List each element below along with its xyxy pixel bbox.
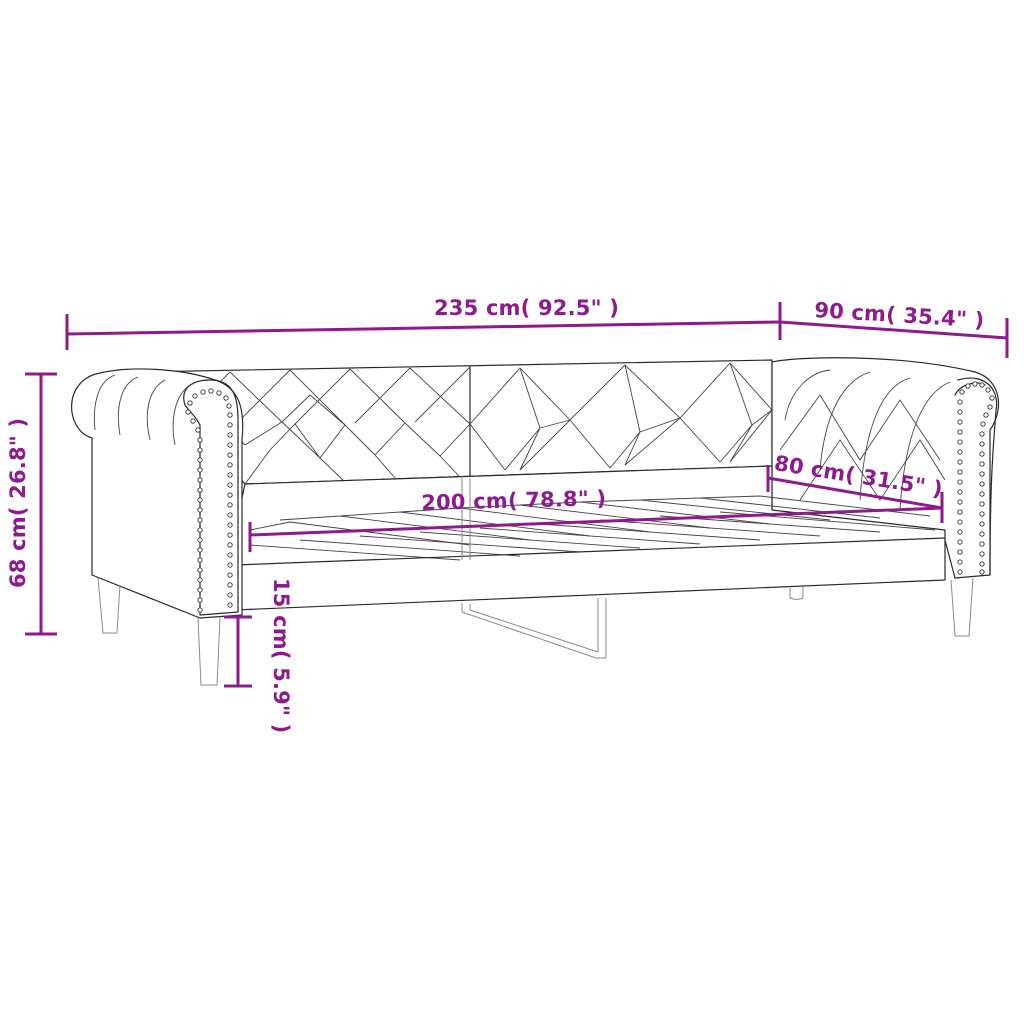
legs [97,577,974,686]
sleeping-length-label: 200 cm( 78.8" ) [420,486,607,515]
leg-height-label: 15 cm( 5.9" ) [269,578,293,734]
left-arm-studs [185,388,233,613]
bed-base [234,465,946,611]
right-arm-studs [957,381,995,575]
slats [249,495,936,561]
left-armrest [71,368,244,619]
overall-height-label: 68 cm( 26.8" ) [6,417,30,588]
overall-width-label: 235 cm( 92.5" ) [434,296,620,320]
dimension-lines [25,302,1009,688]
